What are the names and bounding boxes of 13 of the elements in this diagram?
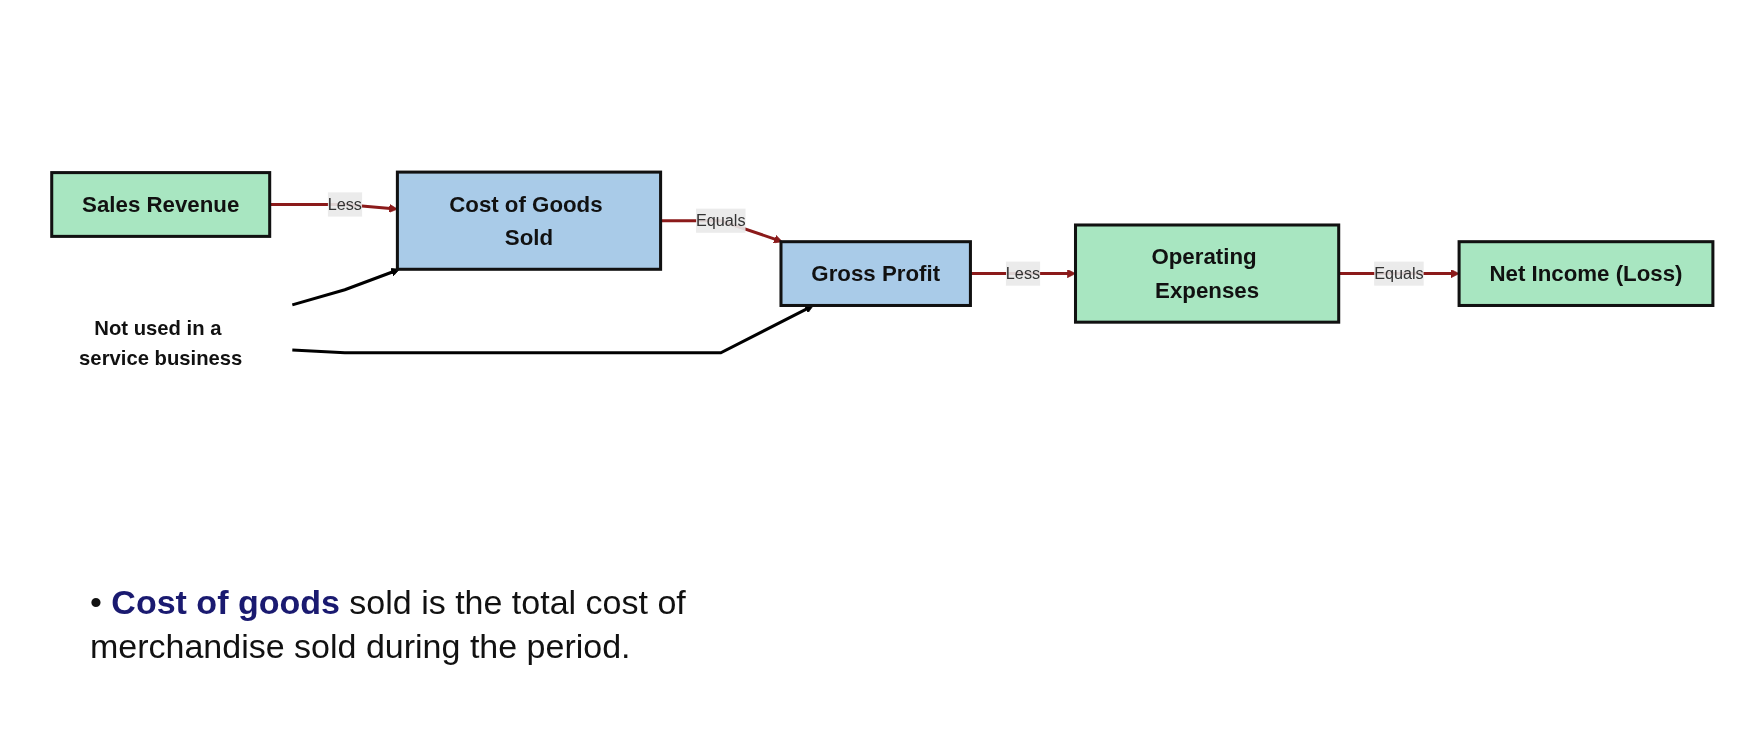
flowchart-drawing: Less Equals Less Equals Sales Revenue Cost of Goods Sold Gross Profit Operating Expenses Net Income (Loss) Not used in a service business: [20, 163, 1721, 397]
edge-label: Less: [327, 195, 362, 213]
node-box: [49, 170, 271, 238]
node-text: Not used in a service business: [78, 316, 242, 369]
node-box: [1457, 240, 1714, 307]
node-box: [395, 170, 662, 271]
edge-label: Less: [1005, 264, 1040, 282]
arrow: [291, 267, 400, 307]
edge-label: Equals: [695, 211, 746, 229]
edge-label: Equals: [1373, 264, 1424, 282]
node-box: [778, 240, 972, 307]
node-box: [1073, 223, 1340, 324]
bullet-note: • Cost of goods sold is the total cost of merchandise sold during the period.: [90, 582, 687, 668]
